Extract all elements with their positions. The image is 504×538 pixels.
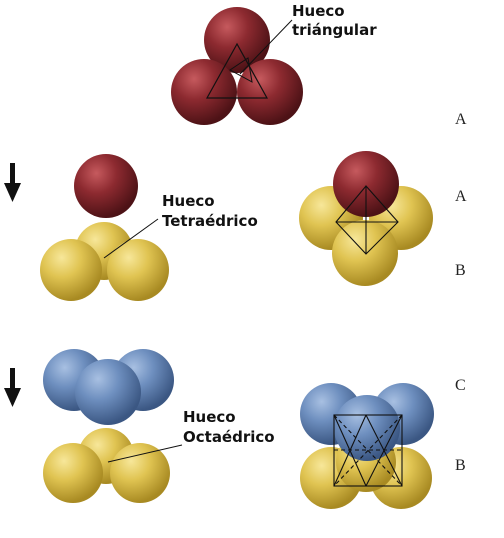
layer-label: A bbox=[455, 111, 467, 128]
leader-line bbox=[239, 19, 293, 75]
layer-label: A bbox=[455, 188, 467, 205]
layer-label: B bbox=[455, 262, 466, 279]
blue-sphere bbox=[75, 359, 141, 425]
triangular-hole-group: Hueco triángular bbox=[171, 2, 377, 125]
octahedral-stack bbox=[300, 383, 434, 509]
octahedral-hole-label-line2: Octaédrico bbox=[183, 428, 275, 446]
red-sphere bbox=[333, 151, 399, 217]
yellow-sphere bbox=[40, 239, 102, 301]
yellow-sphere bbox=[110, 443, 170, 503]
layer-label: B bbox=[455, 457, 466, 474]
tetrahedral-hole-label-line2: Tetraédrico bbox=[162, 212, 258, 230]
octahedron-outline bbox=[333, 414, 403, 487]
red-sphere bbox=[74, 154, 138, 218]
down-arrow-icon bbox=[4, 163, 21, 202]
yellow-sphere bbox=[107, 239, 169, 301]
triangular-hole-label-line2: triángular bbox=[292, 21, 377, 39]
tetrahedral-stack bbox=[299, 151, 433, 286]
layer-label: C bbox=[455, 377, 466, 394]
yellow-sphere bbox=[43, 443, 103, 503]
red-sphere bbox=[237, 59, 303, 125]
triangle-outline-inner bbox=[229, 57, 253, 83]
down-arrow-icon bbox=[4, 368, 21, 407]
blue-sphere bbox=[334, 395, 400, 461]
octahedral-hole-label-line1: Hueco bbox=[183, 408, 236, 426]
triangle-outline bbox=[205, 42, 269, 99]
leader-line bbox=[103, 218, 159, 259]
red-sphere bbox=[171, 59, 237, 125]
leader-line bbox=[107, 444, 183, 463]
red-sphere bbox=[204, 7, 270, 73]
tetrahedral-hole-label-line1: Hueco bbox=[162, 192, 215, 210]
tetrahedron-outline bbox=[335, 185, 399, 255]
triangular-hole-label-line1: Hueco bbox=[292, 2, 345, 20]
